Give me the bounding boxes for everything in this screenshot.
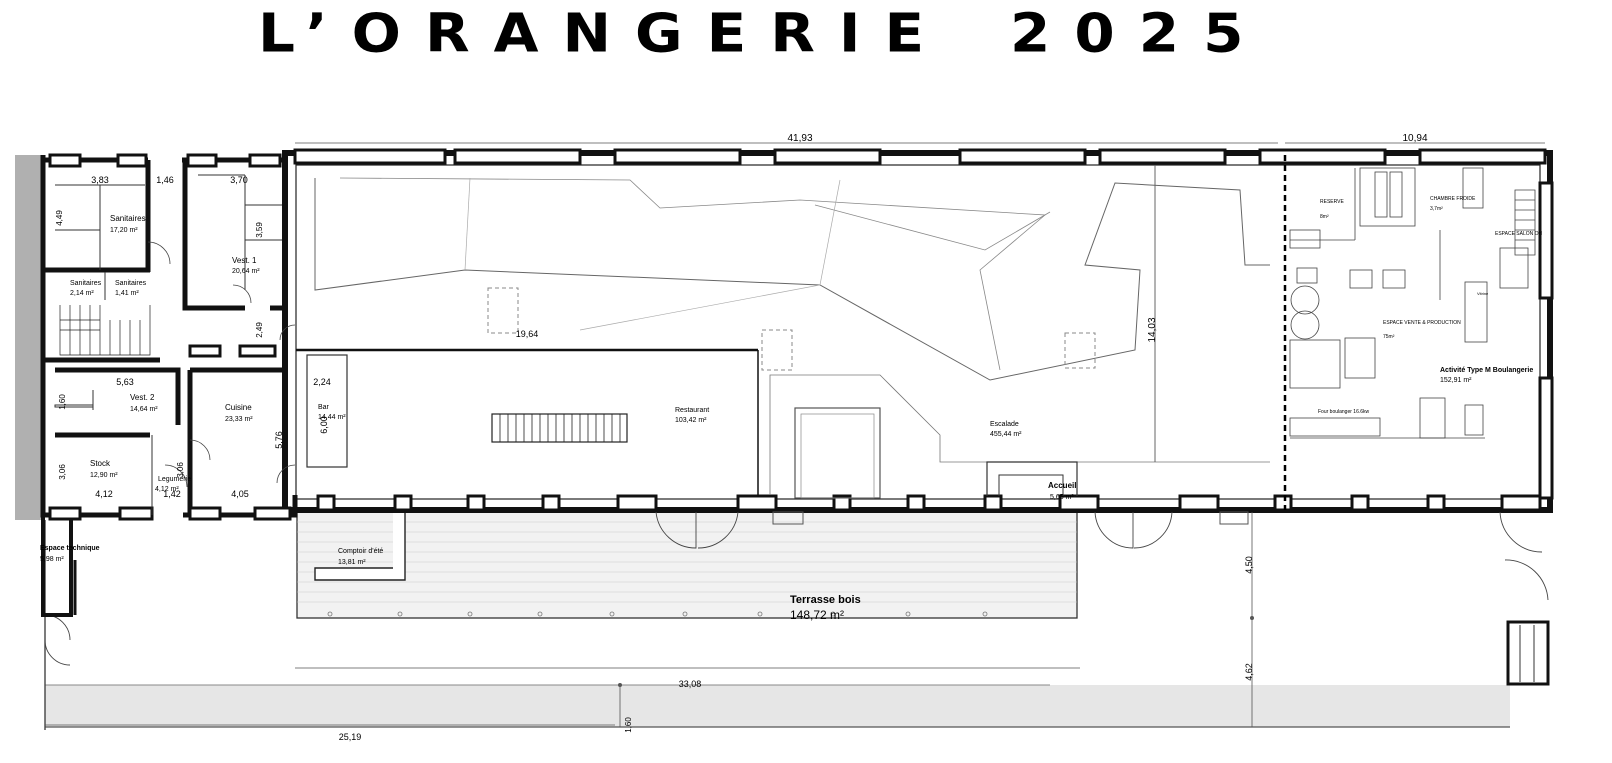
dim-sani-w: 3,83 [91, 175, 109, 185]
room-vest2-name: Vest. 2 [130, 393, 155, 402]
grey-wall-strip [15, 155, 43, 520]
dim-vest1-w: 3,70 [230, 175, 248, 185]
dim-top-main: 41,93 [787, 133, 812, 144]
room-stock-name: Stock [90, 459, 111, 468]
room-vest1-area: 20,64 m² [232, 268, 260, 275]
dim-top-right: 10,94 [1402, 133, 1427, 144]
room-boulangerie-area: 152,91 m² [1440, 377, 1472, 384]
room-terrasse-area: 148,72 m² [790, 608, 844, 622]
dim-leg-w: 1,42 [163, 489, 181, 499]
room-terrasse-name: Terrasse bois [790, 594, 861, 606]
room-restaurant-name: Restaurant [675, 407, 709, 414]
hatched-parking-area [45, 685, 1510, 727]
dim-leg-h: 3,06 [176, 462, 185, 478]
title-left: L’ORANGERIE [258, 1, 949, 65]
room-sani1-area: 2,14 m² [70, 290, 94, 297]
room-bar-name: Bar [318, 404, 330, 411]
room-sani1-name: Sanitaires [70, 280, 102, 287]
title-bar: L’ORANGERIE 2025 [0, 0, 1612, 80]
room-vest1-name: Vest. 1 [232, 256, 257, 265]
dim-stock-h: 3,06 [58, 464, 67, 480]
staircase [491, 413, 628, 443]
dim-vest2-w: 5,63 [116, 377, 134, 387]
room-chambre-name: CHAMBRE FROIDE [1430, 196, 1476, 202]
dim-bottom2: 25,19 [339, 732, 362, 742]
room-four: Four boulanger 16.6kw [1318, 409, 1370, 415]
room-sani2-area: 1,41 m² [115, 290, 139, 297]
room-vente-area: 75m² [1383, 334, 1395, 340]
dim-vest2-h: 1,60 [58, 394, 67, 410]
title-right: 2025 [1010, 1, 1268, 65]
dim-gap: 1,60 [624, 717, 633, 733]
room-legumerie-area: 4,12 m² [155, 486, 179, 493]
room-comptoir-area: 13,81 m² [338, 559, 366, 566]
dim-bottom1: 33,08 [679, 679, 702, 689]
left-staircase [59, 305, 151, 356]
main-hall [282, 150, 1553, 513]
dim-vest1-h: 3,59 [255, 222, 264, 238]
room-escalade-name: Escalade [990, 421, 1019, 428]
dim-left-h: 4,49 [55, 210, 64, 226]
dim-corr-w: 1,46 [156, 175, 174, 185]
room-cuisine-area: 23,33 m² [225, 416, 253, 423]
climbing-wall-outline [314, 178, 1270, 381]
dim-stock-w: 4,12 [95, 489, 113, 499]
room-vente-name: ESPACE VENTE & PRODUCTION [1383, 320, 1461, 326]
room-reserve-name: RESERVE [1320, 199, 1344, 205]
terrasse-deck [296, 511, 1078, 619]
room-legumerie-name: Legumerie [158, 476, 191, 483]
room-comptoir-name: Comptoir d'été [338, 548, 383, 555]
room-reserve-area: 8m² [1320, 214, 1329, 220]
dim-inner: 19,64 [516, 329, 539, 339]
dim-cuis-w: 4,05 [231, 489, 249, 499]
room-cuisine-name: Cuisine [225, 403, 252, 412]
room-restaurant-area: 103,42 m² [675, 417, 707, 424]
dim-cuis-h: 5,76 [274, 431, 284, 449]
dim-depth: 14,03 [1147, 317, 1158, 342]
room-stock-area: 12,90 m² [90, 472, 118, 479]
room-boulangerie-name: Activité Type M Boulangerie [1440, 367, 1533, 374]
dim-corr-h: 2,49 [255, 322, 264, 338]
room-technique-area: 5,98 m² [40, 556, 64, 563]
accueil-counter [986, 461, 1078, 496]
room-sanitaires-area: 17,20 m² [110, 227, 138, 234]
room-vitrine: Vitrine [1477, 291, 1489, 296]
dim-ter-h1: 4,50 [1244, 556, 1254, 574]
room-bar-area: 14,44 m² [318, 414, 346, 421]
room-vest2-area: 14,64 m² [130, 406, 158, 413]
dim-bar-w: 2,24 [313, 377, 331, 387]
espace-technique [41, 513, 73, 617]
room-technique-name: Espace technique [40, 545, 100, 552]
room-espace-salon: ESPACE SALON OH [1495, 231, 1543, 237]
room-chambre-area: 3,7m² [1430, 206, 1443, 212]
room-accueil-name: Accueil [1048, 481, 1076, 490]
room-escalade-area: 455,44 m² [990, 431, 1022, 438]
room-sani2-name: Sanitaires [115, 280, 147, 287]
room-sanitaires-name: Sanitaires [110, 214, 146, 223]
dim-ter-h2: 4,62 [1244, 663, 1254, 681]
room-accueil-area: 5,65 m² [1050, 494, 1074, 501]
bar-counter [306, 354, 348, 468]
dim-bar-h: 6,00 [319, 416, 329, 434]
